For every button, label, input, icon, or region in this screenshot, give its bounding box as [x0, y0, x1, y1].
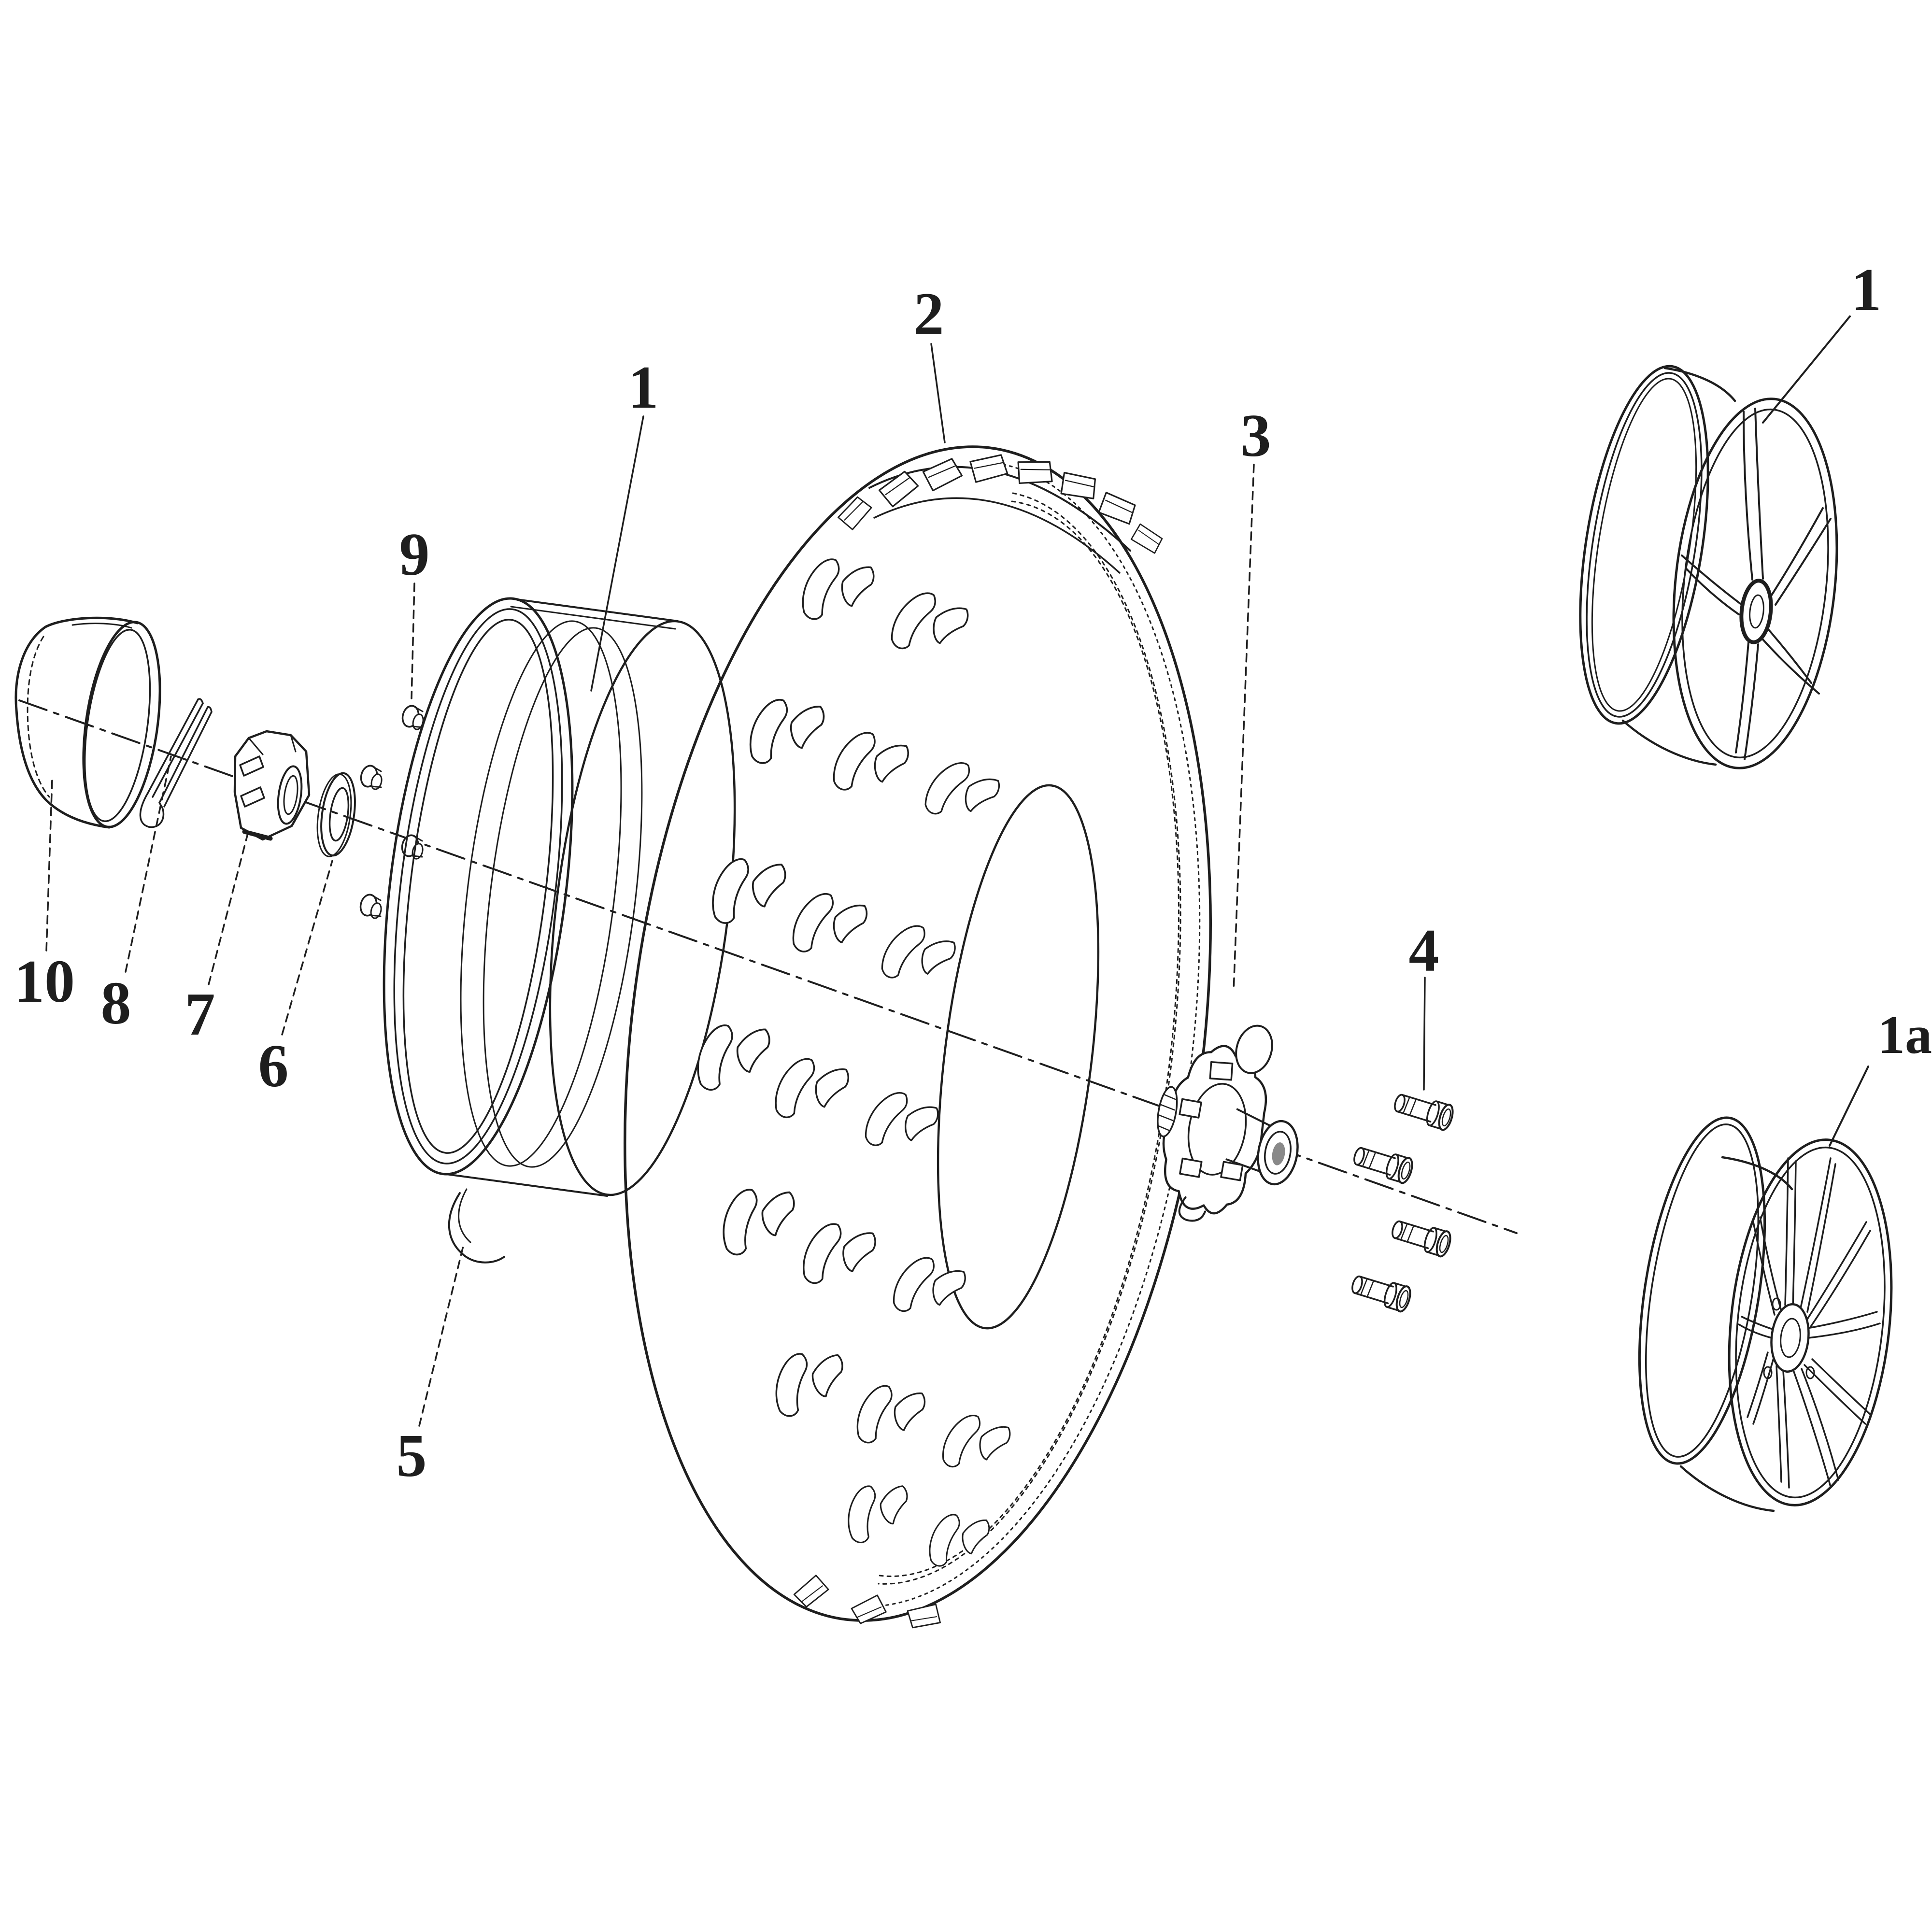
cap-nut	[358, 763, 384, 792]
part-label-1-variant: 1	[1851, 256, 1882, 324]
leader-line-1-variant	[1762, 315, 1851, 424]
tread-lugs	[682, 547, 1015, 1569]
wheel-bolts	[1348, 1088, 1457, 1314]
leader-line-6	[281, 860, 333, 1036]
wheel-bolt	[1350, 1141, 1416, 1186]
part-label-1a-variant: 1a	[1878, 1005, 1932, 1065]
part-label-10: 10	[14, 948, 75, 1015]
crown-tread-blocks	[791, 454, 1166, 1629]
leader-line-4	[1423, 977, 1426, 1091]
spokes	[1738, 1157, 1881, 1489]
cotter-pin	[139, 698, 213, 828]
leader-line-10	[45, 778, 53, 952]
leader-line-5	[418, 1243, 465, 1427]
wheel-bolt	[1391, 1088, 1457, 1133]
leader-line-3	[1233, 464, 1255, 992]
wheel-bolt	[1348, 1270, 1414, 1314]
leader-line-7	[208, 831, 249, 985]
valve-stem	[448, 1188, 505, 1264]
part-label-7: 7	[185, 981, 215, 1048]
part-label-2: 2	[914, 281, 944, 348]
wheel-bolt	[1388, 1215, 1454, 1259]
leader-line-9	[411, 582, 415, 699]
part-label-8: 8	[101, 970, 131, 1037]
wheel-variant-1a	[1638, 1116, 1893, 1512]
dust-cap	[14, 616, 161, 829]
part-label-9: 9	[399, 521, 430, 588]
cap-nut	[357, 892, 384, 921]
part-label-4: 4	[1409, 917, 1439, 984]
part-label-1: 1	[628, 354, 659, 421]
part-label-5: 5	[397, 1422, 427, 1490]
leader-line-8	[125, 755, 172, 973]
tire-bead-hole	[937, 784, 1100, 1330]
spokes	[1681, 408, 1832, 760]
tire	[624, 445, 1212, 1629]
leader-line-1	[590, 415, 644, 692]
leader-line-2	[930, 343, 946, 443]
callouts: 1 2 3 4 5 6 7 8 9 10 1 1a	[14, 256, 1932, 1490]
wheel-rim-exploded	[383, 597, 736, 1197]
wheel-hub	[1157, 1024, 1299, 1222]
castle-nut	[233, 730, 311, 841]
part-label-3: 3	[1241, 402, 1271, 469]
leader-line-1a-variant	[1829, 1065, 1869, 1147]
washer	[316, 772, 356, 857]
small-cap-nuts	[357, 703, 426, 921]
diagram-root: 1 2 3 4 5 6 7 8 9 10 1 1a	[14, 256, 1932, 1629]
part-label-6: 6	[258, 1033, 289, 1100]
wheel-variant-1	[1579, 365, 1838, 769]
